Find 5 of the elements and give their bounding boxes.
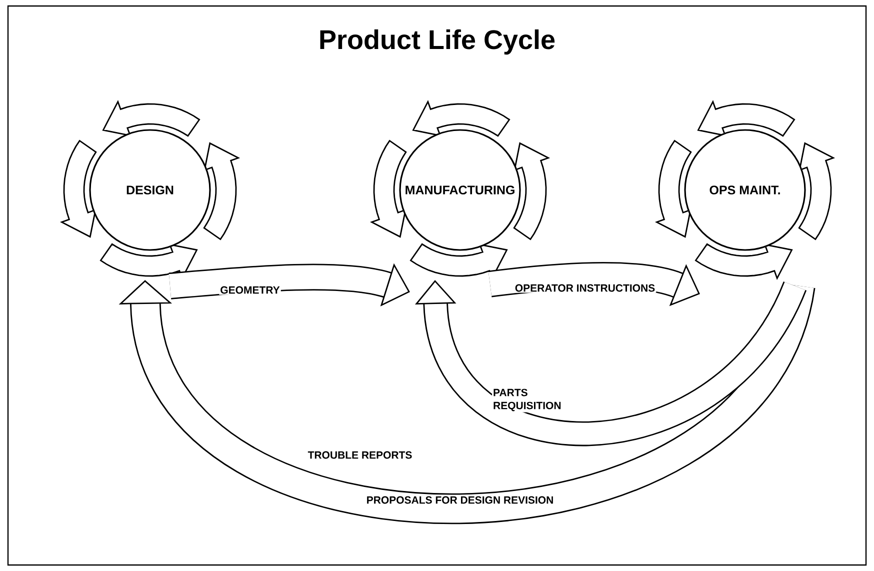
- block-arrow: [414, 280, 806, 446]
- edge-label: PARTS REQUISITION: [492, 388, 568, 412]
- title: Product Life Cycle: [320, 29, 555, 55]
- block-arrow: [118, 280, 815, 524]
- edge-label: TROUBLE REPORTS: [306, 450, 414, 460]
